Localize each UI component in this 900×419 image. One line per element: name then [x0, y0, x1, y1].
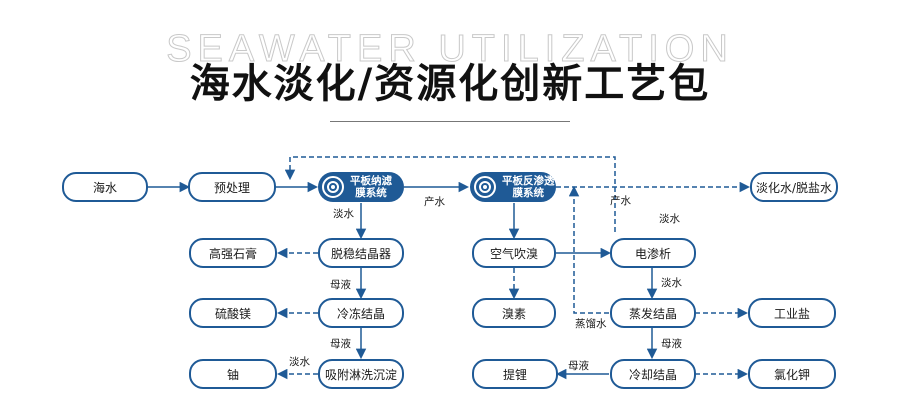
- label-product-water-2: 产水: [610, 195, 631, 207]
- node-industrial-salt: 工业盐: [748, 298, 836, 328]
- node-lithium-extraction: 提锂: [472, 359, 558, 389]
- node-pretreatment: 预处理: [188, 172, 276, 202]
- node-uranium: 铀: [189, 359, 277, 389]
- label-mother-liquor-3: 母液: [661, 338, 682, 350]
- node-seawater: 海水: [62, 172, 148, 202]
- watermark-text: SEAWATER UTILIZATION: [166, 28, 734, 70]
- node-bromine: 溴素: [472, 298, 556, 328]
- node-cooling-crystallization: 冷却结晶: [610, 359, 696, 389]
- label-fresh-water-nano: 淡水: [333, 208, 354, 220]
- node-gypsum: 高强石膏: [189, 238, 277, 268]
- membrane-nano-line2: 膜系统: [355, 187, 387, 199]
- node-electrodialysis: 电渗析: [610, 238, 696, 268]
- page-title: 海水淡化/资源化创新工艺包: [189, 61, 711, 107]
- node-adsorption-elution-precipitation: 吸附淋洗沉淀: [318, 359, 404, 389]
- label-mother-liquor-4: 母液: [568, 360, 589, 372]
- label-distilled-water: 蒸馏水: [575, 318, 607, 330]
- label-mother-liquor-2: 母液: [330, 338, 351, 350]
- node-air-blowing-bromine: 空气吹溴: [472, 238, 556, 268]
- membrane-nano-line1: 平板纳滤: [350, 175, 392, 187]
- node-reverse-osmosis-membrane: 平板反渗透 膜系统: [470, 172, 556, 202]
- label-mother-liquor-1: 母液: [330, 279, 351, 291]
- node-nanofiltration-membrane: 平板纳滤 膜系统: [318, 172, 404, 202]
- membrane-disc-icon: [474, 176, 496, 198]
- label-fresh-water-evap: 淡水: [661, 277, 682, 289]
- label-fresh-water-adsorb: 淡水: [289, 356, 310, 368]
- arrow-recycle-top: [284, 156, 616, 232]
- label-fresh-water-electro: 淡水: [659, 213, 680, 225]
- label-product-water-1: 产水: [424, 196, 445, 208]
- membrane-disc-icon: [322, 176, 344, 198]
- node-freeze-crystallization: 冷冻结晶: [318, 298, 404, 328]
- node-destabilization-crystallizer: 脱稳结晶器: [318, 238, 404, 268]
- node-evaporation-crystallization: 蒸发结晶: [610, 298, 696, 328]
- membrane-ro-line1: 平板反渗透: [502, 175, 555, 187]
- node-potassium-chloride: 氯化钾: [748, 359, 836, 389]
- membrane-ro-line2: 膜系统: [512, 187, 545, 199]
- title-divider: [330, 121, 570, 122]
- node-desalinated-water: 淡化水/脱盐水: [750, 172, 838, 202]
- arrow-distilled-recycle: [568, 185, 609, 314]
- node-magnesium-sulfate: 硫酸镁: [189, 298, 277, 328]
